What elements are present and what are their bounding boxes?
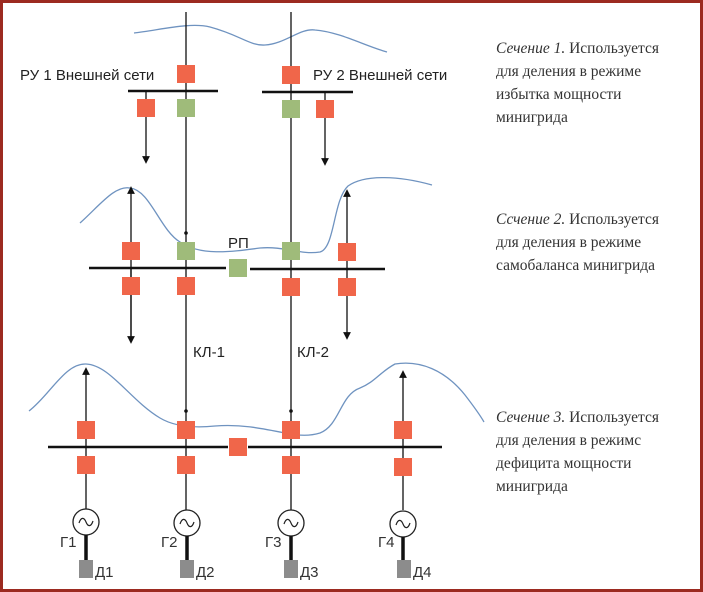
switch-rp-out-2[interactable] — [338, 243, 356, 261]
switch-rp-out-1[interactable] — [122, 242, 140, 260]
switch-rp-kl1-top-open[interactable] — [177, 242, 195, 260]
load-block-icon — [79, 560, 93, 578]
load-block-icon — [180, 560, 194, 578]
switch-g4-gen[interactable] — [394, 458, 412, 476]
switch-g3-gen[interactable] — [282, 456, 300, 474]
generator-g3[interactable]: Г3 Д3 — [265, 509, 319, 581]
note-line: самобаланса минигрида — [496, 257, 656, 274]
generator-g4[interactable]: Г4 Д4 — [378, 510, 432, 581]
note-line: избытка мощности — [496, 86, 622, 103]
switch-ru1-feeder-open[interactable] — [177, 99, 195, 117]
note-title: Ссчение 2. — [496, 211, 566, 228]
switch-ru2-feeder-open[interactable] — [282, 100, 300, 118]
label-ru2: РУ 2 Внешней сети — [313, 67, 447, 84]
note-line: Используется — [569, 409, 660, 426]
note-line: для деления в режиме — [496, 63, 642, 80]
note-section-2: Ссчение 2. Используется для деления в ре… — [496, 208, 659, 277]
generator-label: Г1 — [60, 534, 76, 551]
generator-g2[interactable]: Г2 Д2 — [161, 509, 215, 581]
load-label: Д1 — [95, 564, 114, 581]
switch-ru1-input[interactable] — [177, 65, 195, 83]
switch-g1-bus[interactable] — [77, 421, 95, 439]
switch-ru2-load[interactable] — [316, 100, 334, 118]
note-line: минигрида — [496, 109, 568, 126]
switch-gen-bus-tie[interactable] — [229, 438, 247, 456]
load-block-icon — [397, 560, 411, 578]
note-line: для деления в режиме — [496, 234, 642, 251]
switch-ru1-load[interactable] — [137, 99, 155, 117]
switch-rp-kl2-top-open[interactable] — [282, 242, 300, 260]
label-ru1: РУ 1 Внешней сети — [20, 67, 154, 84]
note-title: Сечение 1. — [496, 40, 566, 57]
note-line: минигрида — [496, 478, 568, 495]
switch-rp-kl2-bottom[interactable] — [282, 278, 300, 296]
switch-g2-kl1-bus[interactable] — [177, 421, 195, 439]
cut-line-section-1 — [133, 24, 388, 53]
note-line: дефицита мощности — [496, 455, 632, 472]
load-label: Д3 — [300, 564, 319, 581]
note-title: Сечение 3. — [496, 409, 566, 426]
label-kl2: КЛ-2 — [297, 344, 329, 361]
note-line: для деления в режимс — [496, 432, 642, 449]
generator-label: Г4 — [378, 534, 394, 551]
note-line: Используется — [569, 40, 660, 57]
switch-g2-gen[interactable] — [177, 456, 195, 474]
switch-rp-kl1-bottom[interactable] — [177, 277, 195, 295]
generator-label: Г2 — [161, 534, 177, 551]
switch-rp-in-1[interactable] — [122, 277, 140, 295]
switch-g1-gen[interactable] — [77, 456, 95, 474]
switch-g4-bus[interactable] — [394, 421, 412, 439]
label-kl1: КЛ-1 — [193, 344, 225, 361]
switch-ru2-input[interactable] — [282, 66, 300, 84]
generator-g1[interactable]: Г1 Д1 — [60, 508, 114, 581]
label-rp: РП — [228, 235, 249, 252]
note-line: Используется — [569, 211, 660, 228]
cut-line-section-3 — [28, 362, 485, 436]
switch-g3-kl2-bus[interactable] — [282, 421, 300, 439]
load-label: Д2 — [196, 564, 215, 581]
switch-rp-bus-tie-open[interactable] — [229, 259, 247, 277]
note-section-1: Сечение 1. Используется для деления в ре… — [496, 37, 659, 129]
generator-label: Г3 — [265, 534, 281, 551]
cut-line-section-2 — [79, 176, 433, 254]
load-block-icon — [284, 560, 298, 578]
load-label: Д4 — [413, 564, 432, 581]
switch-rp-in-2[interactable] — [338, 278, 356, 296]
note-section-3: Сечение 3. Используется для деления в ре… — [496, 406, 659, 498]
